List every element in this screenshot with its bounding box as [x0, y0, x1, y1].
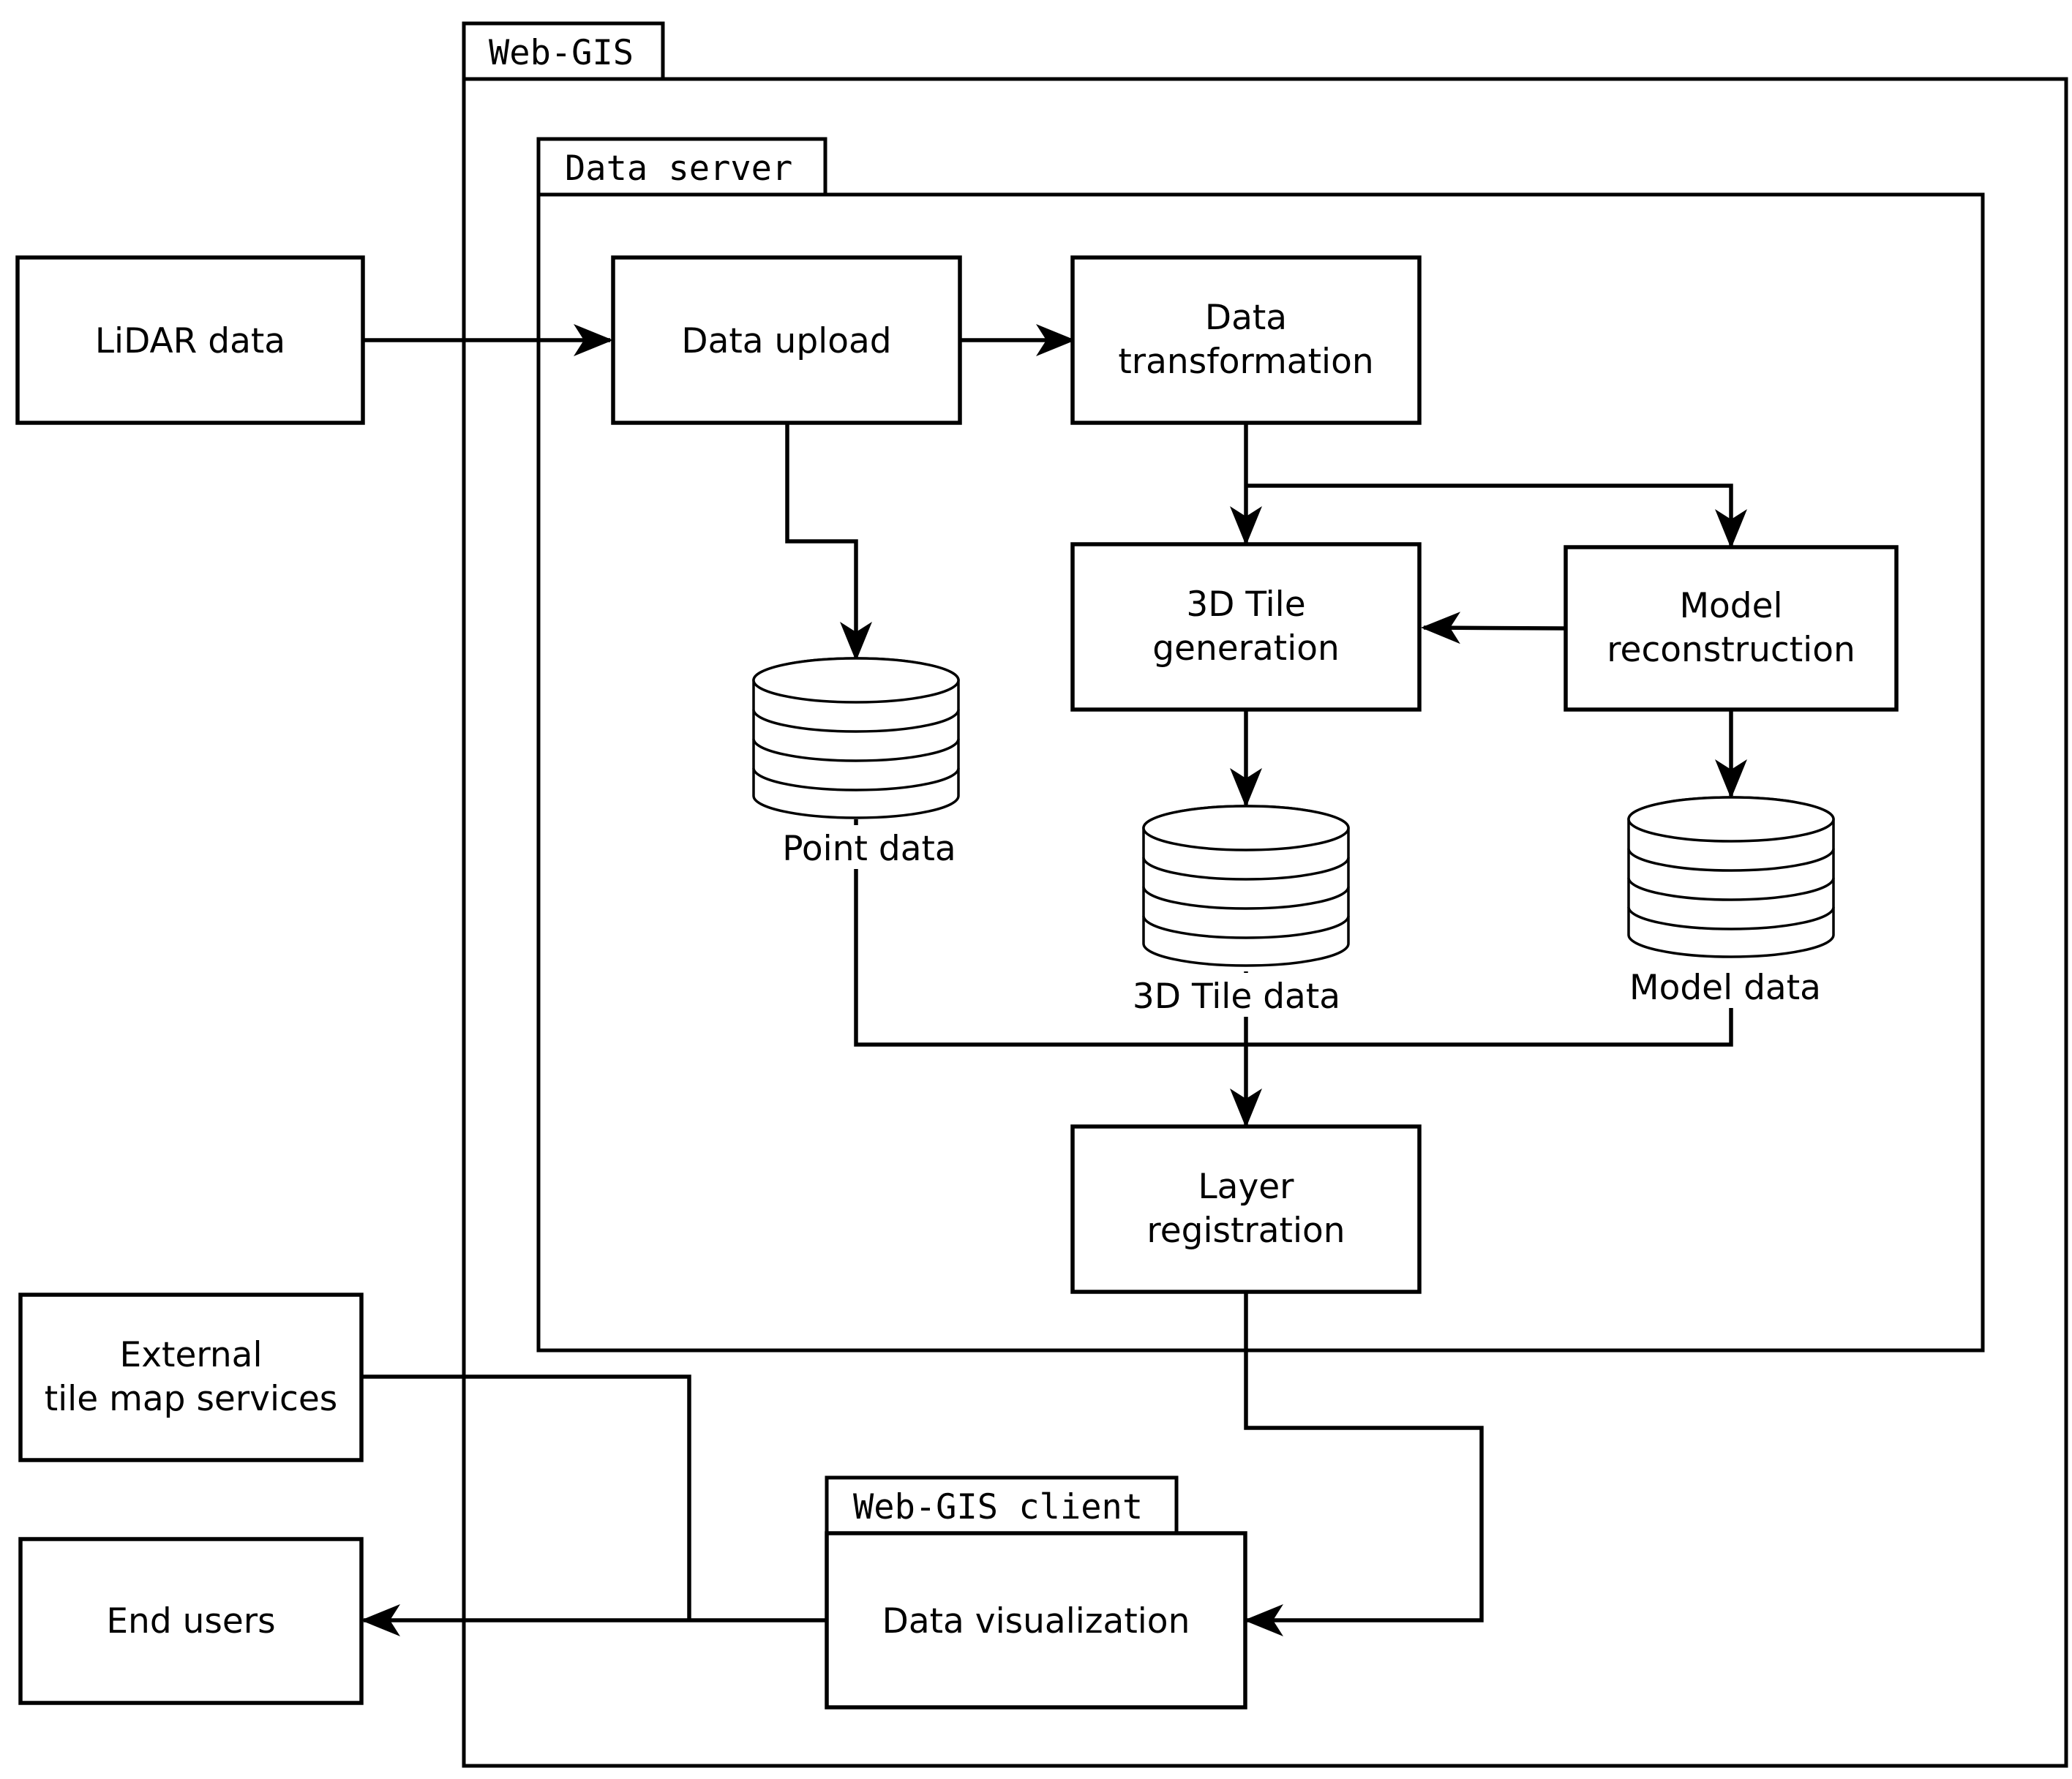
edge-upload-to-point-data	[785, 424, 872, 661]
connectors	[361, 324, 1747, 1636]
data-server-container: Data server	[536, 137, 1985, 1353]
tile-data-store: 3D Tile data	[1105, 805, 1350, 1017]
data-transformation-node: Data transformation	[1070, 255, 1422, 425]
web-gis-container: Web-GIS	[462, 21, 2068, 1768]
web-gis-client-label: Web-GIS client	[853, 1487, 1143, 1527]
tile-generation-node: 3D Tile generation	[1070, 542, 1422, 712]
model-reconstruction-label-line2: reconstruction	[1607, 630, 1855, 670]
edge-transformation-to-model-reconstruction	[1246, 484, 1747, 549]
external-services-label-line1: External	[120, 1335, 263, 1375]
data-server-label: Data server	[565, 148, 792, 189]
tile-generation-label-line2: generation	[1152, 628, 1340, 669]
layer-registration-node: Layer registration	[1070, 1124, 1422, 1294]
tile-data-label: 3D Tile data	[1133, 977, 1340, 1017]
edge-layer-registration-to-visualization	[1244, 1291, 1484, 1636]
external-services-node: External tile map services	[18, 1293, 364, 1462]
data-transformation-label-line2: transformation	[1118, 342, 1373, 382]
tile-generation-label-line1: 3D Tile	[1186, 584, 1305, 625]
data-visualization-label: Data visualization	[882, 1601, 1190, 1641]
layer-registration-label-line2: registration	[1146, 1211, 1345, 1251]
web-gis-client-container: Web-GIS client	[825, 1475, 1179, 1535]
model-reconstruction-node: Model reconstruction	[1564, 545, 1899, 712]
end-users-node: End users	[18, 1537, 364, 1705]
external-services-label-line2: tile map services	[45, 1379, 338, 1419]
lidar-data-label: LiDAR data	[95, 321, 285, 361]
data-transformation-label-line1: Data	[1205, 298, 1287, 338]
data-upload-node: Data upload	[611, 255, 962, 425]
end-users-label: End users	[106, 1601, 275, 1641]
web-gis-label: Web-GIS	[489, 33, 634, 73]
model-data-store: Model data	[1610, 796, 1835, 1008]
point-data-store: Point data	[752, 657, 960, 869]
data-visualization-node: Data visualization	[825, 1531, 1247, 1710]
edge-external-services-to-junction	[361, 1374, 691, 1620]
model-data-label: Model data	[1629, 968, 1821, 1008]
model-reconstruction-label-line1: Model	[1679, 586, 1782, 626]
layer-registration-label-line1: Layer	[1198, 1167, 1294, 1207]
edge-point-data-to-merge	[854, 819, 1246, 1047]
lidar-data-node: LiDAR data	[15, 255, 365, 425]
data-upload-label: Data upload	[681, 321, 891, 361]
point-data-label: Point data	[782, 829, 956, 869]
